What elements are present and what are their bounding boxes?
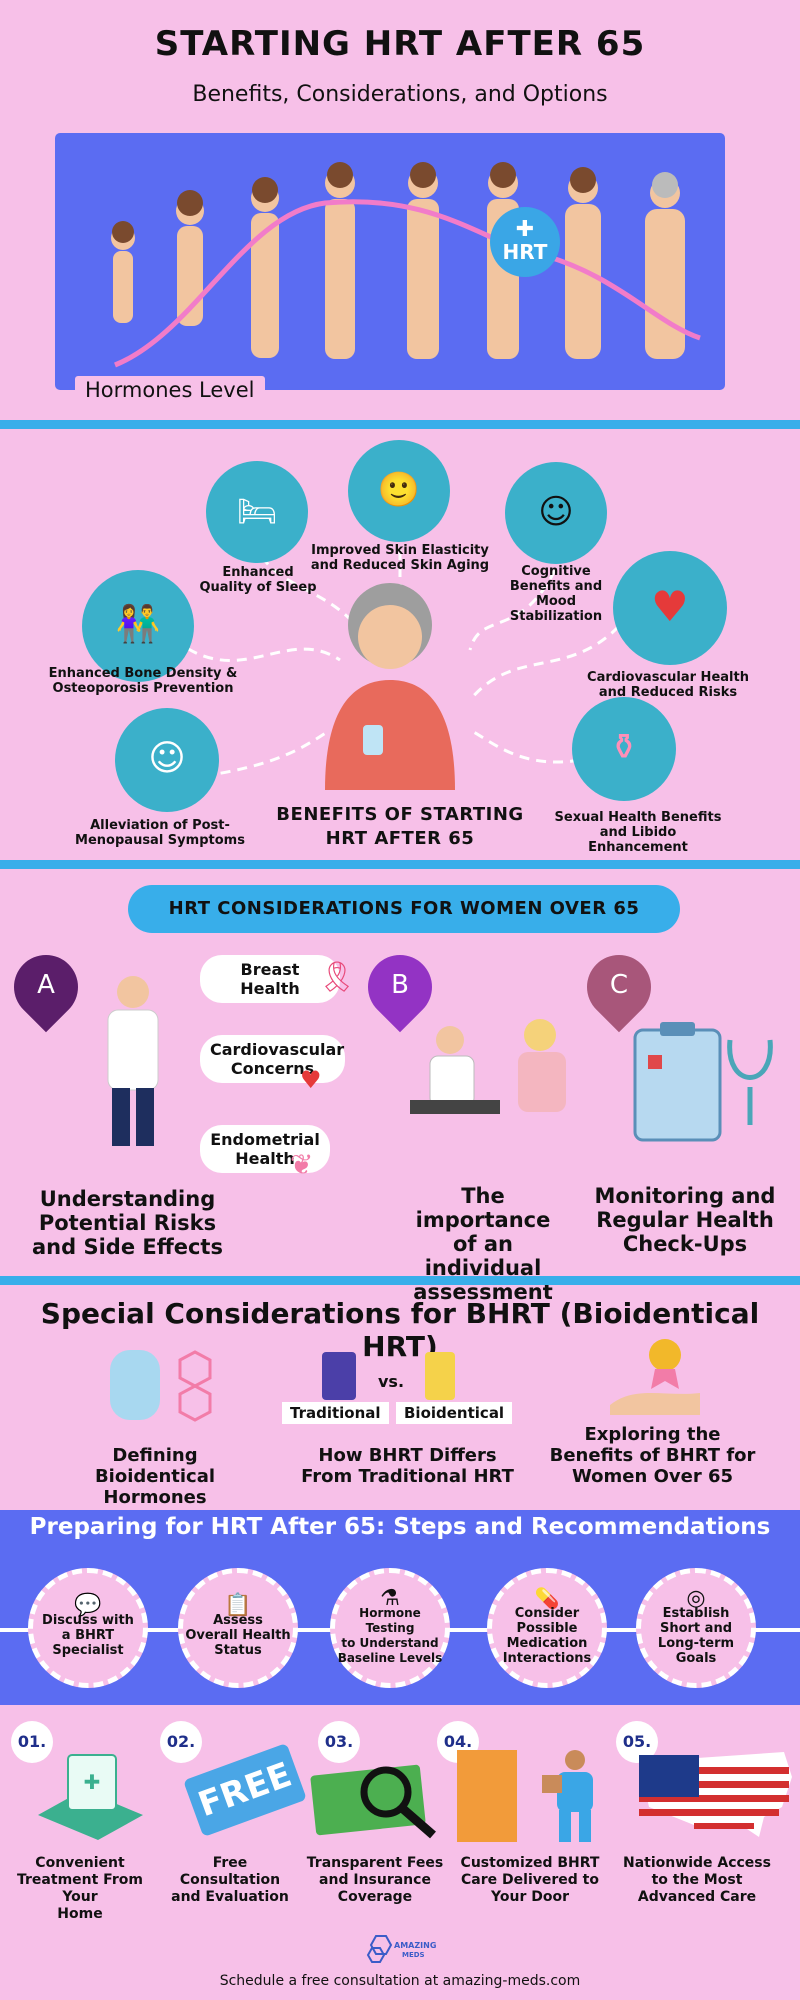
heart-monitor-icon: ♥ — [300, 1066, 322, 1094]
consideration-c-title: Monitoring and Regular Health Check-Ups — [594, 1184, 776, 1256]
cognitive-woman-icon: ☺ — [505, 462, 607, 564]
pin-a-letter: A — [37, 970, 55, 1000]
award-hand-icon — [605, 1335, 705, 1420]
free-tag-icon: FREE — [183, 1742, 307, 1838]
hrt-badge-label: HRT — [502, 240, 548, 264]
flask-check-icon: ⚗ — [380, 1585, 400, 1611]
divider — [0, 1276, 800, 1285]
preparing-title: Preparing for HRT After 65: Steps and Re… — [29, 1514, 771, 1540]
bhrt-exploring-label: Exploring the Benefits of BHRT for Women… — [549, 1424, 756, 1487]
feature-02-label: Free Consultation and Evaluation — [171, 1855, 289, 1905]
benefits-title-line1: BENEFITS OF STARTING — [276, 804, 524, 825]
figure-5 — [407, 168, 439, 359]
step-discuss-label: Discuss with a BHRT Specialist — [42, 1613, 134, 1658]
benefit-sexual-label: Sexual Health Benefits and Libido Enhanc… — [554, 810, 722, 855]
consideration-b-title: The importance of an individual assessme… — [413, 1184, 553, 1304]
step-assess-label: Assess Overall Health Status — [185, 1613, 291, 1658]
step-medication: 💊 Consider Possible Medication Interacti… — [487, 1568, 607, 1688]
door-delivery-icon — [457, 1745, 597, 1845]
doctor-illustration — [88, 970, 178, 1150]
skin-face-icon: 🙂 — [348, 440, 450, 542]
figure-3 — [251, 184, 279, 358]
bhrt-defining-label: Defining Bioidentical Hormones — [94, 1445, 216, 1508]
feature-01-label: Convenient Treatment From Your Home — [17, 1855, 143, 1922]
step-discuss: 💬 Discuss with a BHRT Specialist — [28, 1568, 148, 1688]
pin-b-letter: B — [391, 970, 409, 1000]
hrt-badge: ✚ HRT — [490, 207, 560, 277]
consultation-illustration — [410, 1000, 585, 1140]
relief-face-icon: ☺ — [115, 708, 219, 812]
bubble-endometrial: Endometrial Health — [200, 1125, 330, 1173]
consideration-a-title: Understanding Potential Risks and Side E… — [32, 1187, 223, 1259]
footer-cta[interactable]: Schedule a free consultation at amazing-… — [219, 1973, 581, 1989]
clipboard-magnifier-icon: 📋 — [224, 1593, 252, 1618]
clipboard-stethoscope-icon — [630, 1020, 780, 1145]
hormone-curve — [114, 199, 701, 368]
feature-01-number: 01. — [11, 1721, 53, 1763]
divider — [0, 420, 800, 429]
amazing-meds-logo: AMAZING MEDS — [366, 1932, 436, 1964]
step-goals: ◎ Establish Short and Long-term Goals — [636, 1568, 756, 1688]
figure-4 — [325, 168, 355, 359]
traditional-pill-box-icon — [322, 1352, 356, 1400]
logo-bottom-text: MEDS — [402, 1951, 425, 1959]
benefit-sleep-label: Enhanced Quality of Sleep — [199, 565, 317, 595]
pin-c-letter: C — [609, 970, 629, 1000]
elderly-woman-illustration — [315, 575, 465, 790]
logo-top-text: AMAZING — [394, 1941, 436, 1950]
feature-03-number: 03. — [318, 1721, 360, 1763]
elderly-couple-icon: 👫 — [82, 570, 194, 682]
hormone-hero-panel — [55, 133, 725, 390]
divider — [0, 860, 800, 869]
home-care-box-icon: ✚ — [28, 1745, 150, 1845]
considerations-banner: HRT CONSIDERATIONS FOR WOMEN OVER 65 — [128, 885, 680, 933]
step-testing-label: Hormone Testing to Understand Baseline L… — [337, 1605, 443, 1665]
women-figures-illustration — [111, 162, 701, 368]
benefit-cardio-label: Cardiovascular Health and Reduced Risks — [587, 670, 749, 700]
sleep-icon: 🛏 — [206, 461, 308, 563]
bhrt-differs-label: How BHRT Differs From Traditional HRT — [301, 1445, 514, 1487]
hormones-level-legend: Hormones Level — [75, 376, 265, 404]
ribbon-icon: 🎗 — [318, 960, 357, 995]
step-assess: 📋 Assess Overall Health Status — [178, 1568, 298, 1688]
capsule-icon: 💊 — [534, 1585, 560, 1610]
uterus-icon: ❦ — [290, 1148, 314, 1181]
money-magnifier-icon — [308, 1750, 443, 1840]
bioidentical-pill-box-icon — [425, 1352, 455, 1400]
bioidentical-tag: Bioidentical — [396, 1402, 513, 1424]
benefit-bone-label: Enhanced Bone Density & Osteoporosis Pre… — [48, 666, 238, 696]
feature-04-label: Customized BHRT Care Delivered to Your D… — [460, 1855, 600, 1905]
step-goals-label: Establish Short and Long-term Goals — [657, 1605, 735, 1666]
vs-label: vs. — [378, 1372, 405, 1391]
feature-03-label: Transparent Fees and Insurance Coverage — [306, 1855, 444, 1905]
target-icon: ◎ — [686, 1585, 706, 1611]
traditional-tag: Traditional — [282, 1402, 389, 1424]
chat-bubbles-icon: 💬 — [74, 1593, 102, 1618]
step-testing: ⚗ Hormone Testing to Understand Baseline… — [330, 1568, 450, 1688]
feature-02-number: 02. — [160, 1721, 202, 1763]
step-medication-label: Consider Possible Medication Interaction… — [502, 1605, 592, 1666]
bioidentical-molecule-icon — [100, 1340, 230, 1430]
feature-05-number: 05. — [616, 1721, 658, 1763]
figure-8 — [645, 178, 685, 359]
benefit-cognitive-label: Cognitive Benefits and Mood Stabilizatio… — [509, 564, 603, 624]
potion-bottle-icon: ⚱ — [572, 697, 676, 801]
medical-cross-icon: ✚ — [515, 217, 535, 242]
page-subtitle: Benefits, Considerations, and Options — [192, 82, 608, 107]
bubble-cardiovascular: Cardiovascular Concerns — [200, 1035, 345, 1083]
page-title: STARTING HRT AFTER 65 — [154, 24, 646, 64]
benefit-menopause-label: Alleviation of Post- Menopausal Symptoms — [75, 818, 245, 848]
heart-icon: ♥ — [613, 551, 727, 665]
usa-flag-map-icon — [634, 1747, 794, 1842]
feature-05-label: Nationwide Access to the Most Advanced C… — [623, 1855, 771, 1905]
benefit-skin-label: Improved Skin Elasticity and Reduced Ski… — [310, 543, 490, 573]
benefits-title-line2: HRT AFTER 65 — [325, 828, 475, 849]
bhrt-section-title: Special Considerations for BHRT (Bioiden… — [40, 1297, 760, 1363]
svg-text:✚: ✚ — [84, 1770, 101, 1794]
bubble-breast-health: Breast Health — [200, 955, 340, 1003]
